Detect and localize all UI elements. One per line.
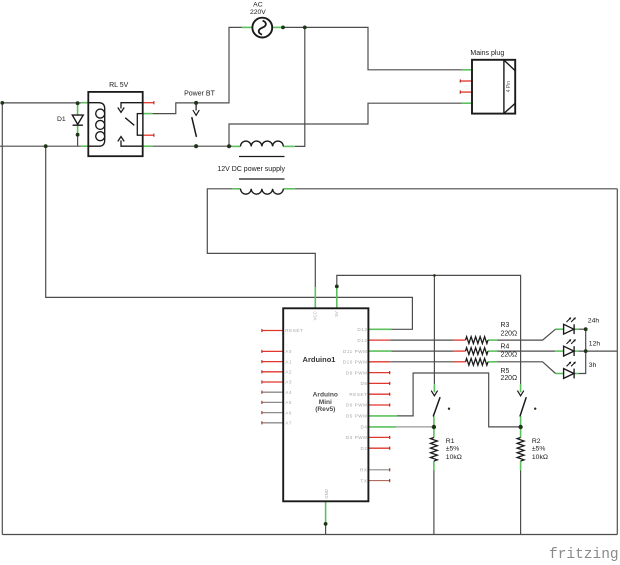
svg-text:12V DC power supply: 12V DC power supply bbox=[217, 166, 285, 173]
svg-text:D9 PWM: D9 PWM bbox=[346, 370, 368, 375]
svg-text:10kΩ: 10kΩ bbox=[532, 454, 548, 461]
svg-text:Arduino: Arduino bbox=[313, 392, 338, 399]
svg-text:A4: A4 bbox=[285, 390, 292, 395]
svg-text:220V: 220V bbox=[250, 9, 266, 16]
svg-text:220Ω: 220Ω bbox=[501, 351, 518, 358]
svg-text:D13: D13 bbox=[357, 327, 367, 332]
svg-text:RX: RX bbox=[360, 468, 367, 473]
svg-text:4 Pin: 4 Pin bbox=[506, 81, 512, 93]
svg-text:D2: D2 bbox=[361, 446, 368, 451]
svg-text:RESET: RESET bbox=[285, 328, 303, 333]
svg-text:A1: A1 bbox=[285, 359, 292, 364]
svg-text:R1: R1 bbox=[446, 438, 455, 445]
svg-text:5V: 5V bbox=[334, 311, 339, 316]
svg-text:RL 5V: RL 5V bbox=[109, 82, 129, 89]
svg-text:±5%: ±5% bbox=[446, 446, 460, 453]
svg-text:220Ω: 220Ω bbox=[501, 375, 518, 382]
svg-text:fritzing: fritzing bbox=[549, 547, 619, 563]
svg-text:A2: A2 bbox=[285, 370, 292, 375]
svg-text:220Ω: 220Ω bbox=[501, 330, 518, 337]
svg-text:Arduino1: Arduino1 bbox=[303, 355, 336, 364]
svg-text:GND: GND bbox=[324, 489, 329, 499]
svg-text:A3: A3 bbox=[285, 380, 292, 385]
svg-text:RESET: RESET bbox=[349, 392, 367, 397]
svg-text:D11 PWM: D11 PWM bbox=[343, 349, 367, 354]
svg-text:D12: D12 bbox=[357, 338, 367, 343]
svg-text:AC: AC bbox=[253, 1, 263, 8]
svg-text:D5 PWM: D5 PWM bbox=[346, 414, 368, 419]
svg-text:R5: R5 bbox=[501, 368, 510, 375]
svg-text:10kΩ: 10kΩ bbox=[446, 454, 462, 461]
svg-text:12h: 12h bbox=[589, 340, 601, 347]
svg-text:D10 PWM: D10 PWM bbox=[343, 360, 368, 365]
svg-text:A5: A5 bbox=[285, 400, 292, 405]
svg-text:R3: R3 bbox=[501, 322, 510, 329]
svg-text:D1: D1 bbox=[57, 116, 66, 123]
svg-text:D3 PWM: D3 PWM bbox=[346, 435, 368, 440]
svg-text:(Rev5): (Rev5) bbox=[315, 406, 335, 413]
svg-text:A7: A7 bbox=[285, 421, 292, 426]
svg-text:D6 PWM: D6 PWM bbox=[346, 403, 368, 408]
svg-text:VCC: VCC bbox=[313, 311, 318, 320]
svg-text:D8: D8 bbox=[361, 381, 368, 386]
svg-text:R2: R2 bbox=[532, 438, 541, 445]
svg-text:Power BT: Power BT bbox=[184, 90, 215, 97]
svg-text:±5%: ±5% bbox=[532, 446, 546, 453]
svg-text:A0: A0 bbox=[285, 349, 292, 354]
svg-text:3h: 3h bbox=[589, 362, 597, 369]
svg-text:Mains plug: Mains plug bbox=[470, 50, 504, 57]
svg-text:24h: 24h bbox=[588, 317, 600, 324]
svg-text:D4: D4 bbox=[361, 425, 368, 430]
svg-text:R4: R4 bbox=[501, 344, 510, 351]
svg-text:TX: TX bbox=[361, 478, 368, 483]
svg-text:A6: A6 bbox=[285, 410, 292, 415]
svg-text:Mini: Mini bbox=[319, 399, 332, 406]
